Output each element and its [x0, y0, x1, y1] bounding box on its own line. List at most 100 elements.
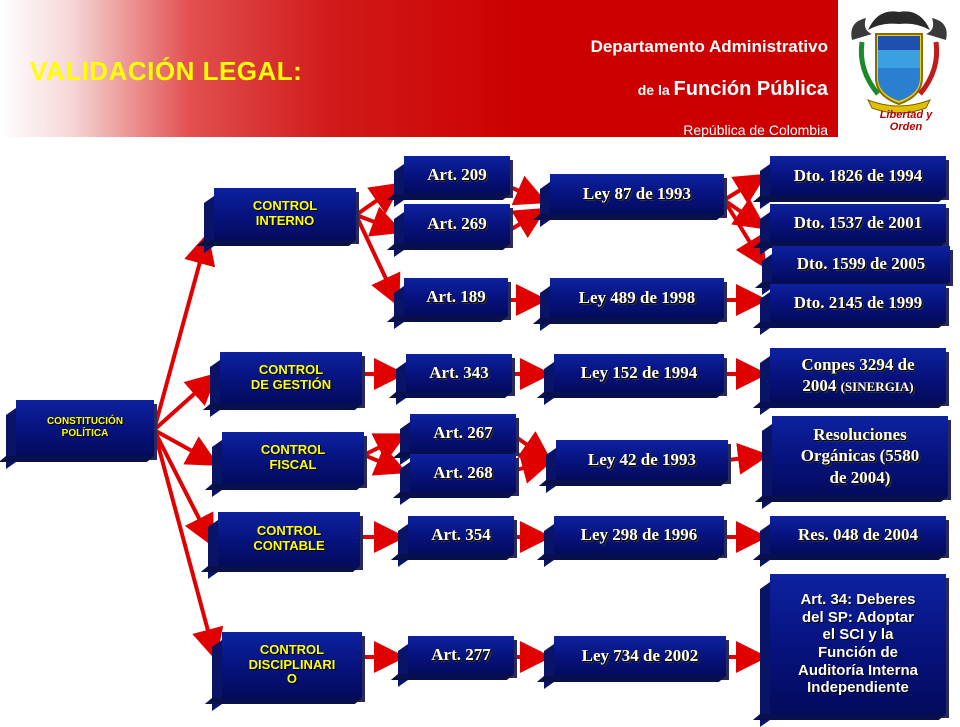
node-label: Art. 209	[427, 164, 487, 184]
node-label-line2: Orgánicas (5580	[800, 446, 920, 466]
coat-of-arms-icon	[851, 11, 947, 114]
art-189-node: Art. 189	[404, 278, 508, 316]
arrow-to-control-fiscal	[152, 428, 220, 466]
node-label: Dto. 1537 de 2001	[793, 212, 923, 232]
node-label-line1: CONTROL	[256, 523, 322, 539]
res-048-2004-node: Res. 048 de 2004	[770, 516, 946, 554]
ley-152-1994-node: Ley 152 de 1994	[554, 354, 724, 392]
arrow-to-control-interno	[152, 232, 216, 432]
art-354-node: Art. 354	[408, 516, 514, 554]
art-209-node: Art. 209	[404, 156, 510, 194]
node-label-line6: Independiente	[807, 679, 909, 697]
arrow-to-control-contable	[152, 428, 214, 548]
ley-734-2002-node: Ley 734 de 2002	[554, 636, 726, 676]
node-label-line3: el SCI y la	[822, 626, 894, 644]
node-label: Ley 489 de 1998	[578, 287, 696, 307]
arrow-to-art-267	[362, 433, 408, 463]
node-label: Art. 354	[431, 524, 491, 544]
art-34-deberes-node: Art. 34: Deberes del SP: Adoptar el SCI …	[770, 574, 946, 714]
node-label-line2: CONTABLE	[253, 538, 325, 553]
node-label-line2: POLÍTICA	[61, 428, 109, 439]
node-label-line1: Resoluciones	[813, 425, 907, 445]
node-label-line1: Conpes 3294 de	[801, 354, 915, 374]
arrow-ley42-resoluciones	[726, 442, 770, 475]
node-label-line2: DE GESTIÓN	[250, 377, 332, 392]
node-label: Art. 277	[431, 644, 491, 664]
node-label-line2: FISCAL	[269, 457, 317, 472]
node-label: Art. 343	[429, 362, 489, 382]
arrow-ley87-dto1599	[722, 198, 767, 269]
node-label: Art. 189	[426, 286, 486, 306]
dto-1826-1994-node: Dto. 1826 de 1994	[770, 156, 946, 196]
node-label: Res. 048 de 2004	[798, 524, 918, 544]
node-label-line1: CONSTITUCIÓN	[46, 416, 124, 427]
node-label-line4: Función de	[817, 644, 898, 661]
node-label-line1: Art. 34: Deberes	[800, 590, 916, 608]
ley-42-1993-node: Ley 42 de 1993	[556, 440, 728, 480]
country-name: República de Colombia	[683, 122, 828, 138]
node-label-line3: O	[286, 671, 298, 687]
arrow-to-control-disciplinario	[152, 428, 224, 661]
art-267-node: Art. 267	[410, 414, 516, 452]
art-343-node: Art. 343	[406, 354, 512, 392]
arrow-art269-ley87	[508, 207, 547, 239]
art-269-node: Art. 269	[404, 204, 510, 244]
arrow-art267-ley42	[514, 431, 553, 463]
node-label: Ley 298 de 1996	[580, 524, 698, 544]
coat-of-arms-area	[838, 0, 960, 137]
node-label-line5: Auditoría Interna	[797, 661, 918, 679]
department-name-line1: Departamento Administrativo	[590, 37, 828, 56]
arrow-to-art-268	[362, 446, 408, 476]
ley-298-1996-node: Ley 298 de 1996	[554, 516, 724, 554]
arrow-to-art-189	[354, 213, 401, 308]
node-label-year: 2004	[802, 376, 841, 395]
node-label: Dto. 1599 de 2005	[796, 253, 926, 273]
department-name-line2: de la Función Pública	[638, 78, 828, 101]
ley-87-1993-node: Ley 87 de 1993	[550, 174, 724, 214]
department-name-prefix: de la	[637, 82, 674, 98]
ley-489-1998-node: Ley 489 de 1998	[550, 278, 724, 318]
node-label: Ley 42 de 1993	[587, 449, 697, 469]
node-label: Art. 267	[433, 422, 493, 442]
node-label: Ley 734 de 2002	[581, 645, 699, 665]
node-label-line1: CONTROL	[259, 641, 325, 657]
node-label-line1: CONTROL	[252, 198, 318, 214]
header-banner	[0, 0, 960, 137]
dto-2145-1999-node: Dto. 2145 de 1999	[770, 284, 946, 322]
arrow-to-art-269	[354, 206, 404, 237]
node-label-line2: INTERNO	[255, 213, 315, 228]
department-name-main: Función Pública	[673, 78, 828, 100]
arrow-to-control-gestion	[152, 372, 218, 432]
node-label-sinergia: (SINERGIA)	[840, 379, 914, 394]
node-label: Dto. 2145 de 1999	[793, 292, 923, 312]
seal-motto: Libertad y Orden	[879, 109, 933, 133]
node-label-line1: CONTROL	[258, 362, 324, 378]
node-label-line1: CONTROL	[260, 442, 326, 458]
art-277-node: Art. 277	[408, 636, 514, 674]
arrow-ley87-dto1537	[722, 198, 767, 230]
node-label-line2: 2004 (SINERGIA)	[801, 375, 914, 396]
node-label-line3: de 2004)	[829, 467, 891, 487]
node-label: Art. 269	[427, 213, 487, 233]
dto-1599-2005-node: Dto. 1599 de 2005	[772, 246, 950, 282]
arrow-art209-ley87	[508, 175, 548, 206]
arrow-to-art-209	[354, 182, 403, 217]
dto-1537-2001-node: Dto. 1537 de 2001	[770, 204, 946, 242]
node-label: Ley 87 de 1993	[582, 183, 692, 203]
arrow-art268-ley42	[514, 452, 554, 484]
node-label: Ley 152 de 1994	[580, 362, 698, 382]
arrow-ley87-dto1826	[722, 173, 767, 205]
art-268-node: Art. 268	[410, 454, 516, 492]
page-title: VALIDACIÓN LEGAL:	[30, 56, 303, 86]
node-label-line2: DISCIPLINARI	[248, 656, 336, 672]
node-label: Dto. 1826 de 1994	[793, 165, 923, 185]
